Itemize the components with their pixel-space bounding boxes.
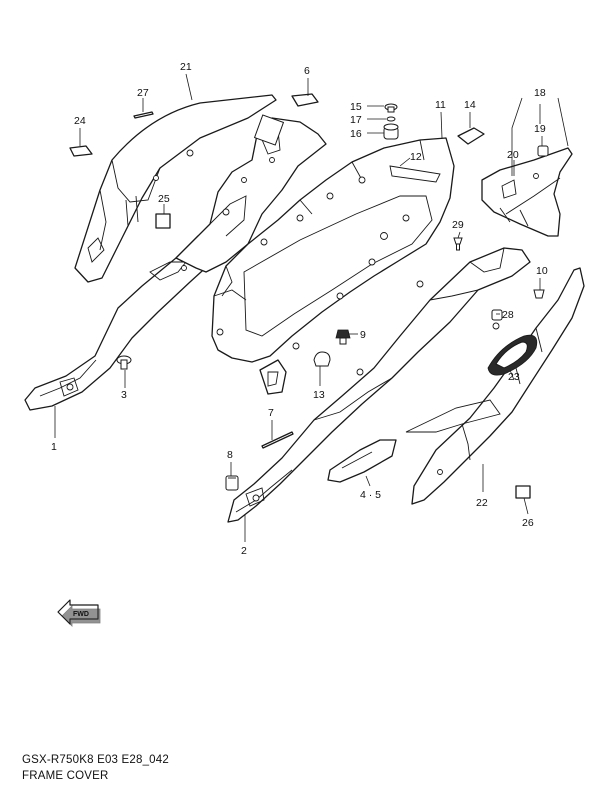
fasteners bbox=[116, 103, 549, 491]
callout-19: 19 bbox=[534, 123, 546, 135]
callout-22: 22 bbox=[476, 497, 488, 509]
part-16-grommet bbox=[383, 123, 399, 140]
part-6-pad bbox=[291, 93, 319, 107]
callout-7: 7 bbox=[268, 407, 274, 419]
callout-11: 11 bbox=[435, 99, 446, 111]
callout-13: 13 bbox=[313, 389, 325, 401]
callout-17: 17 bbox=[350, 114, 362, 126]
callout-9: 9 bbox=[360, 329, 366, 341]
part-22-right-outer-cowl bbox=[405, 267, 585, 505]
callout-24: 24 bbox=[74, 115, 86, 127]
part-28-nut bbox=[491, 309, 503, 321]
callout-15: 15 bbox=[350, 101, 362, 113]
forward-badge-label: FWD bbox=[73, 611, 89, 618]
part-20-bracket bbox=[481, 147, 573, 237]
callout-20: 20 bbox=[507, 149, 519, 161]
callout-26: 26 bbox=[522, 517, 534, 529]
model-code: GSX-R750K8 E03 E28_042 bbox=[22, 754, 169, 766]
callout-28: 28 bbox=[502, 309, 514, 321]
diagram-title: FRAME COVER bbox=[22, 770, 109, 782]
part-2-right-lower-cover bbox=[227, 247, 531, 523]
leader-lines bbox=[54, 73, 569, 542]
callout-27: 27 bbox=[137, 87, 149, 99]
callout-3: 3 bbox=[121, 389, 127, 401]
callout-8: 8 bbox=[227, 449, 233, 461]
callout-1: 1 bbox=[51, 441, 57, 453]
callout-18: 18 bbox=[534, 87, 546, 99]
forward-direction-arrow-icon: FWD bbox=[57, 599, 101, 627]
part-21-left-cowl bbox=[74, 94, 277, 283]
callout-12: 12 bbox=[410, 151, 422, 163]
callout-2: 2 bbox=[241, 545, 247, 557]
part-4-5-panel bbox=[327, 439, 397, 483]
callout-4-5: 4 · 5 bbox=[360, 489, 381, 501]
part-15-screw bbox=[384, 103, 398, 113]
callout-23: 23 bbox=[508, 371, 520, 383]
part-17-washer bbox=[386, 116, 396, 122]
part-13-grommet bbox=[313, 351, 331, 367]
part-29-screw bbox=[453, 237, 463, 251]
callout-21: 21 bbox=[180, 61, 192, 73]
callout-16: 16 bbox=[350, 128, 362, 140]
part-10-bolt bbox=[533, 289, 545, 299]
callout-labels: 1 2 3 4 · 5 6 7 8 9 10 11 12 13 14 15 16… bbox=[51, 61, 548, 557]
part-24-pad bbox=[69, 145, 93, 157]
part-8-nut bbox=[225, 475, 239, 491]
callout-14: 14 bbox=[464, 99, 476, 111]
part-11-center-body bbox=[211, 137, 455, 395]
part-9-bolt bbox=[335, 329, 351, 345]
bracket-left-frame bbox=[175, 114, 327, 273]
part-14-plate bbox=[457, 127, 485, 145]
part-25-block bbox=[155, 213, 171, 229]
part-7-strip bbox=[261, 431, 294, 449]
part-3-clip bbox=[116, 355, 132, 370]
callout-25: 25 bbox=[158, 193, 170, 205]
callout-29: 29 bbox=[452, 219, 464, 231]
part-27-strip bbox=[133, 111, 154, 119]
part-23-emblem bbox=[487, 334, 538, 376]
part-19-nut bbox=[537, 145, 549, 157]
callout-6: 6 bbox=[304, 65, 310, 77]
part-26-tag bbox=[515, 485, 531, 499]
callout-10: 10 bbox=[536, 265, 548, 277]
